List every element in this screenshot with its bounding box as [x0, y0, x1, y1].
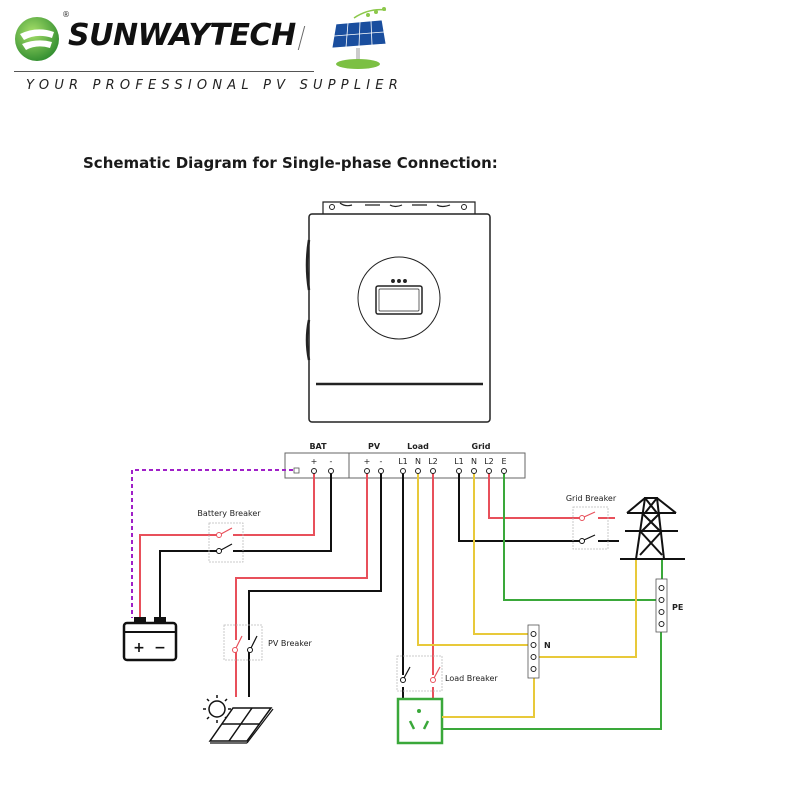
tagline: YOUR PROFESSIONAL PV SUPPLIER — [26, 78, 403, 93]
grid-l2-wire — [488, 473, 615, 519]
power-outlet-icon — [396, 697, 444, 745]
group-label-grid: Grid — [472, 442, 491, 451]
n-bus-label: N — [544, 641, 551, 650]
group-label-pv: PV — [368, 442, 381, 451]
comm-port — [293, 467, 300, 474]
pv-breaker: PV Breaker — [223, 624, 313, 661]
terminal-label-bat-plus: + — [311, 457, 318, 466]
registered-mark: ® — [62, 10, 70, 19]
load-breaker: Load Breaker — [396, 655, 498, 692]
terminal-screws — [311, 468, 507, 474]
grid-l1-wire — [458, 473, 619, 542]
brand-name: SUNWAYTECH — [68, 18, 296, 53]
pv-positive-wire — [235, 473, 368, 697]
load-breaker-label: Load Breaker — [445, 674, 498, 683]
grid-n-wire — [473, 473, 533, 635]
battery-plus-sign: + — [133, 640, 145, 656]
outlet-neutral-wire — [442, 671, 535, 718]
solar-panel-icon — [208, 707, 274, 744]
battery-minus-sign: − — [154, 640, 166, 656]
tower-neutral-wire — [535, 560, 637, 658]
sunwaytech-logo-icon — [15, 17, 59, 61]
terminal-label-grid-l1: L1 — [454, 457, 464, 466]
group-label-load: Load — [407, 442, 429, 451]
group-label-bat: BAT — [309, 442, 327, 451]
terminal-label-grid-l2: L2 — [484, 457, 494, 466]
load-n-wire — [417, 473, 533, 646]
battery-negative-wire — [159, 473, 332, 618]
battery-positive-wire — [139, 473, 315, 618]
battery-icon: + − — [122, 617, 178, 662]
neutral-bus-bar: N — [527, 624, 551, 679]
transmission-tower-icon — [620, 497, 685, 560]
outlet-earth-wire — [442, 624, 662, 730]
battery-breaker: Battery Breaker — [197, 509, 261, 563]
pv-negative-wire — [248, 473, 382, 697]
terminal-label-grid-n: N — [471, 457, 477, 466]
terminal-label-bat-minus: - — [330, 457, 333, 466]
terminal-label-grid-e: E — [501, 457, 506, 466]
terminal-block: BAT PV Load Grid + - + - L1 N L2 L1 N L2… — [284, 442, 526, 479]
solar-panel-logo-icon — [331, 7, 387, 69]
terminal-label-load-l1: L1 — [398, 457, 408, 466]
header-divider — [14, 71, 314, 72]
grid-e-wire — [503, 473, 661, 601]
pv-breaker-label: PV Breaker — [268, 639, 313, 648]
terminal-label-pv-minus: - — [380, 457, 383, 466]
diagram-title: Schematic Diagram for Single-phase Conne… — [83, 154, 498, 172]
comm-cable — [131, 469, 293, 618]
terminal-label-load-l2: L2 — [428, 457, 438, 466]
battery-breaker-label: Battery Breaker — [197, 509, 261, 518]
inverter-unit — [305, 201, 491, 423]
pe-bus-bar: PE — [655, 578, 683, 633]
grid-breaker: Grid Breaker — [566, 494, 617, 550]
terminal-label-pv-plus: + — [364, 457, 371, 466]
grid-breaker-label: Grid Breaker — [566, 494, 617, 503]
pe-bus-label: PE — [672, 603, 683, 612]
terminal-label-load-n: N — [415, 457, 421, 466]
header: ® SUNWAYTECH YOUR PROFESSIONAL PV SUPPLI… — [0, 0, 410, 100]
